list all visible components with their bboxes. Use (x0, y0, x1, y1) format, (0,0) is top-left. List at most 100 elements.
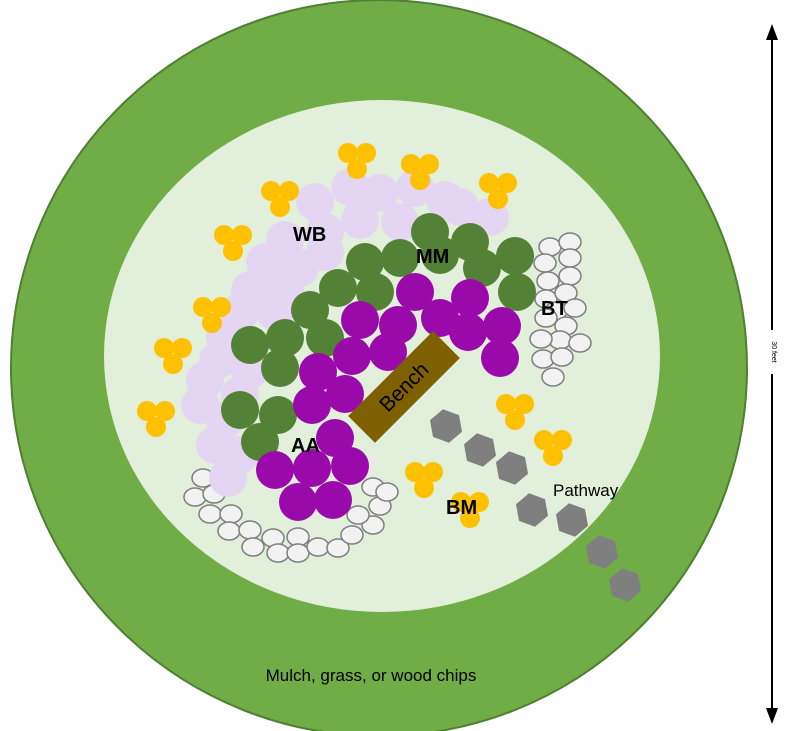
white-plant-icon (558, 266, 582, 286)
pathway-label: Pathway (553, 481, 619, 500)
white-plant-icon (550, 347, 574, 367)
green-plant-icon (381, 239, 419, 277)
wb-label: WB (293, 224, 326, 246)
green-plant-icon (259, 396, 297, 434)
purple-plant-icon (293, 449, 331, 487)
purple-plant-icon (299, 353, 337, 391)
green-plant-icon (319, 269, 357, 307)
lavender-plant-icon (341, 201, 379, 239)
flower-icon (338, 143, 376, 179)
bt-label: BT (541, 298, 568, 320)
purple-plant-icon (326, 375, 364, 413)
scale-label: 30 feet (770, 341, 777, 362)
white-plant-icon (536, 271, 560, 291)
white-plant-icon (529, 329, 553, 349)
flower-icon (214, 225, 252, 261)
green-plant-icon (306, 319, 344, 357)
green-plant-icon (463, 249, 501, 287)
flower-icon (405, 462, 443, 498)
arrow-head-bottom-icon (766, 708, 778, 724)
purple-plant-icon (293, 386, 331, 424)
stone-icon (609, 568, 641, 602)
mountain-mint-plants (221, 213, 536, 461)
purple-plant-icon (316, 419, 354, 457)
mm-label: MM (416, 246, 449, 268)
pathway-stepping-stones (430, 409, 641, 602)
green-plant-icon (496, 237, 534, 275)
white-plant-icon (219, 504, 243, 524)
white-plant-icon (346, 505, 370, 525)
aa-label: AA (291, 435, 320, 457)
green-plant-icon (291, 291, 329, 329)
white-plant-icon (538, 237, 562, 257)
white-plant-icon (541, 367, 565, 387)
stone-icon (556, 503, 588, 537)
white-plant-icon (558, 248, 582, 268)
purple-plant-icon (396, 273, 434, 311)
bladder-tulip-plants (183, 232, 592, 563)
white-plant-icon (306, 537, 330, 557)
flower-icon (534, 430, 572, 466)
purple-plant-icon (369, 333, 407, 371)
white-plant-icon (198, 504, 222, 524)
white-plant-icon (533, 253, 557, 273)
stone-icon (586, 535, 618, 569)
purple-plant-icon (481, 339, 519, 377)
flower-icon (401, 154, 439, 190)
white-plant-icon (534, 308, 558, 328)
bm-label: BM (446, 497, 477, 519)
flower-icon (193, 297, 231, 333)
white-plant-icon (340, 525, 364, 545)
white-plant-icon (286, 543, 310, 563)
lavender-plant-icon (441, 188, 479, 226)
white-plant-icon (326, 538, 350, 558)
white-plant-icon (375, 482, 399, 502)
green-plant-icon (266, 319, 304, 357)
purple-plant-icon (421, 299, 459, 337)
purple-plant-icon (333, 337, 371, 375)
scale-arrow: 30 feet (764, 24, 780, 724)
stone-icon (516, 493, 548, 527)
arrow-head-top-icon (766, 24, 778, 40)
green-plant-icon (356, 273, 394, 311)
green-plant-icon (231, 326, 269, 364)
lavender-plant-icon (361, 174, 399, 212)
white-plant-icon (238, 520, 262, 540)
white-plant-icon (568, 333, 592, 353)
purple-plant-icon (449, 313, 487, 351)
flower-icon (496, 394, 534, 430)
lavender-plant-icon (246, 243, 284, 281)
flower-icon (154, 338, 192, 374)
stone-icon (430, 409, 462, 443)
lavender-plant-icon (306, 233, 344, 271)
purple-plant-icon (451, 279, 489, 317)
anise-hyssop-plants (256, 273, 521, 521)
yellow-flower-clusters (137, 143, 572, 528)
lavender-plant-icon (296, 183, 334, 221)
green-plant-icon (498, 273, 536, 311)
green-plant-icon (221, 391, 259, 429)
purple-plant-icon (483, 307, 521, 345)
purple-plant-icon (341, 301, 379, 339)
purple-plant-icon (256, 451, 294, 489)
white-plant-icon (241, 537, 265, 557)
flower-icon (137, 401, 175, 437)
purple-plant-icon (314, 481, 352, 519)
green-plant-icon (421, 236, 459, 274)
purple-plant-icon (279, 483, 317, 521)
lavender-plant-icon (381, 203, 419, 241)
purple-plant-icon (331, 447, 369, 485)
bench-icon (348, 331, 460, 443)
green-plant-icon (346, 243, 384, 281)
green-plant-icon (241, 423, 279, 461)
lavender-plant-icon (209, 459, 247, 497)
stone-icon (464, 433, 496, 467)
scale-label-background (764, 330, 780, 374)
outer-ring-label: Mulch, grass, or wood chips (266, 666, 477, 685)
stone-icon (496, 451, 528, 485)
white-plant-icon (217, 521, 241, 541)
white-plant-icon (266, 543, 290, 563)
flower-icon (451, 492, 489, 528)
white-plant-icon (563, 298, 587, 318)
